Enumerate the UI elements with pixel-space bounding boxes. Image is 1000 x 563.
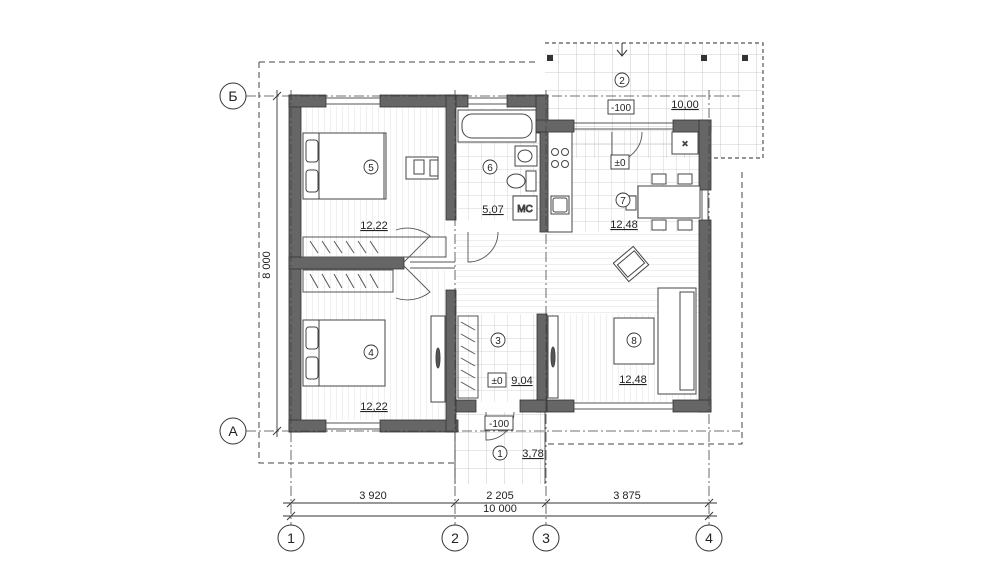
washing-machine: МС bbox=[512, 195, 538, 221]
level-kitchen: ±0 bbox=[610, 154, 630, 170]
mirror-4 bbox=[430, 315, 446, 403]
svg-text:±0: ±0 bbox=[491, 376, 502, 387]
walls bbox=[288, 94, 712, 433]
room-1-area: 3,78 bbox=[522, 448, 543, 460]
dim-overall-height: 8 000 bbox=[261, 251, 273, 279]
svg-text:-100: -100 bbox=[489, 419, 509, 430]
axis-bubble-3: 3 bbox=[532, 524, 560, 552]
axis-bubble-4: 4 bbox=[695, 524, 723, 552]
dim-1-2: 3 920 bbox=[359, 490, 387, 502]
armchair bbox=[612, 245, 650, 283]
svg-text:А: А bbox=[228, 423, 238, 439]
room-4-marker: 4 bbox=[363, 344, 379, 360]
bathtub bbox=[457, 109, 537, 143]
doors bbox=[395, 131, 643, 441]
dim-3-4: 3 875 bbox=[613, 490, 641, 502]
room-1-marker: 1 bbox=[492, 445, 508, 461]
hall-wardrobe bbox=[457, 315, 479, 399]
svg-text:Б: Б bbox=[228, 88, 237, 104]
svg-text:6: 6 bbox=[487, 163, 493, 174]
sofa bbox=[657, 287, 697, 395]
room-7-marker: 7 bbox=[615, 192, 631, 208]
axis-bubble-1: 1 bbox=[277, 524, 305, 552]
room-5-area: 12,22 bbox=[360, 220, 388, 232]
roof-outline bbox=[258, 61, 743, 464]
toilet bbox=[506, 170, 537, 192]
svg-text:2: 2 bbox=[451, 530, 459, 546]
wardrobe-4 bbox=[302, 269, 394, 293]
room-2-marker: 2 bbox=[614, 72, 630, 88]
room-5-marker: 5 bbox=[363, 159, 379, 175]
svg-text:3: 3 bbox=[542, 530, 550, 546]
room-2-area: 10,00 bbox=[671, 99, 699, 111]
svg-text:×: × bbox=[682, 139, 688, 150]
svg-text:4: 4 bbox=[368, 348, 374, 359]
svg-text:2: 2 bbox=[619, 76, 625, 87]
svg-text:3: 3 bbox=[495, 336, 501, 347]
hall-floor bbox=[456, 314, 538, 402]
wardrobe-5 bbox=[302, 236, 447, 258]
axis-bubble-2: 2 bbox=[441, 524, 469, 552]
dimension-lines bbox=[272, 90, 717, 521]
axis-bubble-a: А bbox=[219, 417, 247, 445]
svg-text:1: 1 bbox=[287, 530, 295, 546]
dim-overall-width: 10 000 bbox=[483, 503, 517, 515]
desk-5 bbox=[405, 156, 439, 180]
svg-text:-100: -100 bbox=[611, 103, 631, 114]
svg-text:5: 5 bbox=[368, 163, 374, 174]
room-3-marker: 3 bbox=[490, 332, 506, 348]
axis-bubble-b: Б bbox=[219, 82, 247, 110]
room-4-area: 12,22 bbox=[360, 401, 388, 413]
dim-2-3: 2 205 bbox=[486, 490, 514, 502]
level-porch: -100 bbox=[484, 415, 514, 431]
toilet-tag: МС bbox=[517, 204, 533, 215]
svg-text:4: 4 bbox=[705, 530, 713, 546]
kitchen-counter bbox=[547, 131, 573, 233]
level-terrace: -100 bbox=[607, 99, 635, 115]
tv-unit bbox=[547, 315, 559, 399]
fridge: × bbox=[671, 131, 699, 155]
room-6-marker: 6 bbox=[482, 159, 498, 175]
svg-text:8: 8 bbox=[631, 336, 637, 347]
room-7-area: 12,48 bbox=[610, 219, 638, 231]
room-8-area: 12,48 bbox=[619, 374, 647, 386]
svg-text:±0: ±0 bbox=[614, 158, 625, 169]
room-8-marker: 8 bbox=[626, 332, 642, 348]
room-6-area: 5,07 bbox=[482, 204, 503, 216]
sink bbox=[514, 145, 538, 167]
room-3-area: 9,04 bbox=[511, 375, 532, 387]
axis-lines bbox=[246, 90, 740, 525]
svg-text:1: 1 bbox=[497, 449, 503, 460]
dining-table bbox=[625, 173, 701, 231]
level-hall: ±0 bbox=[487, 372, 507, 388]
svg-text:7: 7 bbox=[620, 196, 626, 207]
windows bbox=[326, 97, 709, 430]
